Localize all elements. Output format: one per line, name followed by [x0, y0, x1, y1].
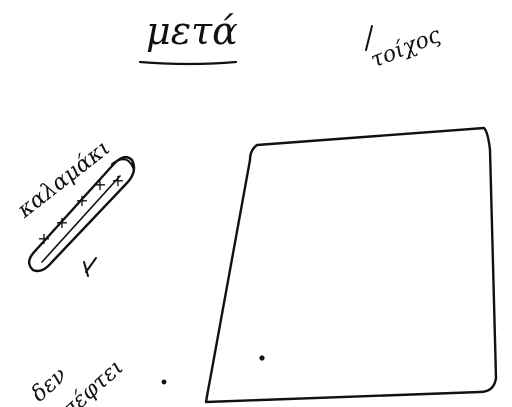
title-label: μετά	[146, 12, 238, 50]
rod-charge-plus: +	[75, 191, 88, 210]
wall-tick-mark	[366, 26, 372, 50]
motion-mark	[84, 258, 96, 276]
wall-dot	[259, 355, 264, 360]
wall-outline	[206, 128, 496, 402]
rod-charge-plus: +	[55, 213, 68, 232]
rod-charge-plus: +	[93, 175, 106, 194]
title-underline	[140, 62, 236, 64]
rod-charge-plus: +	[37, 229, 50, 248]
rod-end-curl	[112, 159, 134, 170]
rod-charge-plus: +	[111, 171, 124, 190]
bottom-dot	[162, 380, 167, 385]
